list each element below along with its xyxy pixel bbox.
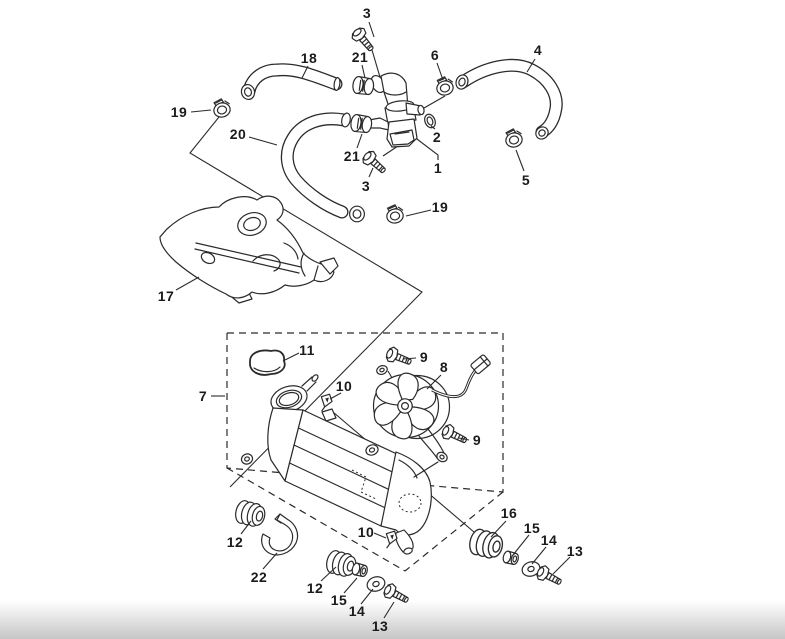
leader-line-2-8	[430, 125, 436, 130]
clamp-21-top	[351, 75, 376, 97]
leader-line-9-19	[458, 437, 470, 441]
part-callout-17: 17	[158, 288, 175, 304]
clamp-5	[502, 126, 525, 150]
part-callout-21: 21	[344, 148, 361, 164]
part-callout-6: 6	[431, 47, 439, 63]
leader-line-15-28	[512, 534, 530, 556]
radiator-drawing	[240, 374, 432, 555]
part-callout-3: 3	[362, 178, 370, 194]
fan-drawing	[372, 354, 491, 478]
part-callout-3: 3	[363, 5, 371, 21]
part-callout-18: 18	[301, 50, 318, 66]
leader-line-13-25	[383, 601, 395, 619]
collar-15-center	[350, 561, 370, 579]
leader-line-12-20	[240, 520, 252, 535]
thermostat-housing-drawing	[368, 72, 436, 148]
leader-line-20-6	[248, 136, 278, 146]
leader-line-10-16	[329, 392, 342, 400]
part-callout-13: 13	[372, 618, 389, 634]
part-callout-20: 20	[230, 126, 247, 142]
fan-connector	[470, 354, 491, 375]
leader-line-10-26	[373, 532, 387, 539]
fan-blades	[373, 372, 437, 440]
leader-line-18-4	[301, 65, 309, 79]
part-callout-10: 10	[358, 524, 375, 540]
leader-line-13-30	[552, 556, 571, 575]
leader-line-8-18	[426, 374, 442, 390]
clip-10-lower	[384, 530, 399, 549]
hose-18-drawing	[240, 63, 343, 101]
grommet-16	[466, 526, 506, 562]
part-callout-8: 8	[440, 359, 448, 375]
leader-line-14-24	[360, 588, 374, 605]
clamp-19-left	[210, 96, 233, 120]
leader-line-22-21	[262, 552, 278, 570]
dashed-enclosure-radiator	[226, 332, 504, 572]
part-callout-13: 13	[567, 543, 584, 559]
part-callout-12: 12	[227, 534, 244, 550]
leader-line-9-17	[402, 357, 417, 360]
leader-line-11-14	[282, 352, 300, 362]
leader-line-15-23	[343, 577, 358, 594]
leader-line-16-27	[490, 520, 507, 538]
part-callout-19: 19	[432, 199, 449, 215]
part-callout-9: 9	[420, 349, 428, 365]
leader-line-12-22	[320, 566, 337, 582]
part-callout-10: 10	[336, 378, 353, 394]
clip-10-upper	[319, 393, 334, 412]
leader-line-19-12	[405, 209, 432, 217]
leader-line-5-11	[515, 149, 525, 172]
part-callout-15: 15	[331, 592, 348, 608]
clamp-19-right	[384, 203, 406, 225]
part-callout-14: 14	[541, 532, 558, 548]
radiator-cap-drawing	[249, 349, 286, 376]
clamp-21-bottom	[349, 113, 374, 135]
part-callout-21: 21	[352, 49, 369, 65]
part-callout-12: 12	[307, 580, 324, 596]
part-callout-22: 22	[251, 569, 268, 585]
part-callout-7: 7	[199, 388, 207, 404]
projection-lines	[189, 49, 482, 539]
leader-line-21-7	[356, 133, 363, 149]
clamp-6	[434, 74, 456, 98]
part-callout-15: 15	[524, 520, 541, 536]
bolt-3-bottom	[359, 148, 390, 178]
leader-line-14-29	[531, 546, 547, 565]
bolt-9-bottom	[439, 422, 470, 449]
leader-line-17-13	[175, 276, 200, 291]
hook-22	[261, 513, 299, 556]
heat-shield-drawing	[159, 195, 339, 304]
hose-4-drawing	[455, 58, 563, 140]
part-callout-11: 11	[299, 342, 315, 358]
leader-line-3-0	[368, 21, 375, 38]
part-callout-1: 1	[434, 160, 442, 176]
part-callout-9: 9	[473, 432, 481, 448]
washer-14-center	[364, 573, 388, 595]
leader-line-19-5	[190, 109, 212, 113]
part-callout-5: 5	[522, 172, 530, 188]
part-callout-19: 19	[171, 104, 188, 120]
collar-15-right	[501, 549, 521, 567]
leader-line-6-2	[436, 62, 444, 81]
part-callout-14: 14	[349, 603, 366, 619]
part-callout-4: 4	[534, 42, 542, 58]
hose-20-drawing	[280, 112, 366, 223]
leader-line-21-1	[361, 64, 366, 79]
grommet-12-left	[232, 498, 268, 530]
bolt-9-top	[383, 345, 415, 370]
part-callout-16: 16	[501, 505, 518, 521]
leader-line-3-10	[368, 167, 374, 178]
leader-line-4-3	[526, 58, 536, 73]
bolt-13-center	[381, 581, 412, 608]
part-callout-2: 2	[433, 129, 441, 145]
